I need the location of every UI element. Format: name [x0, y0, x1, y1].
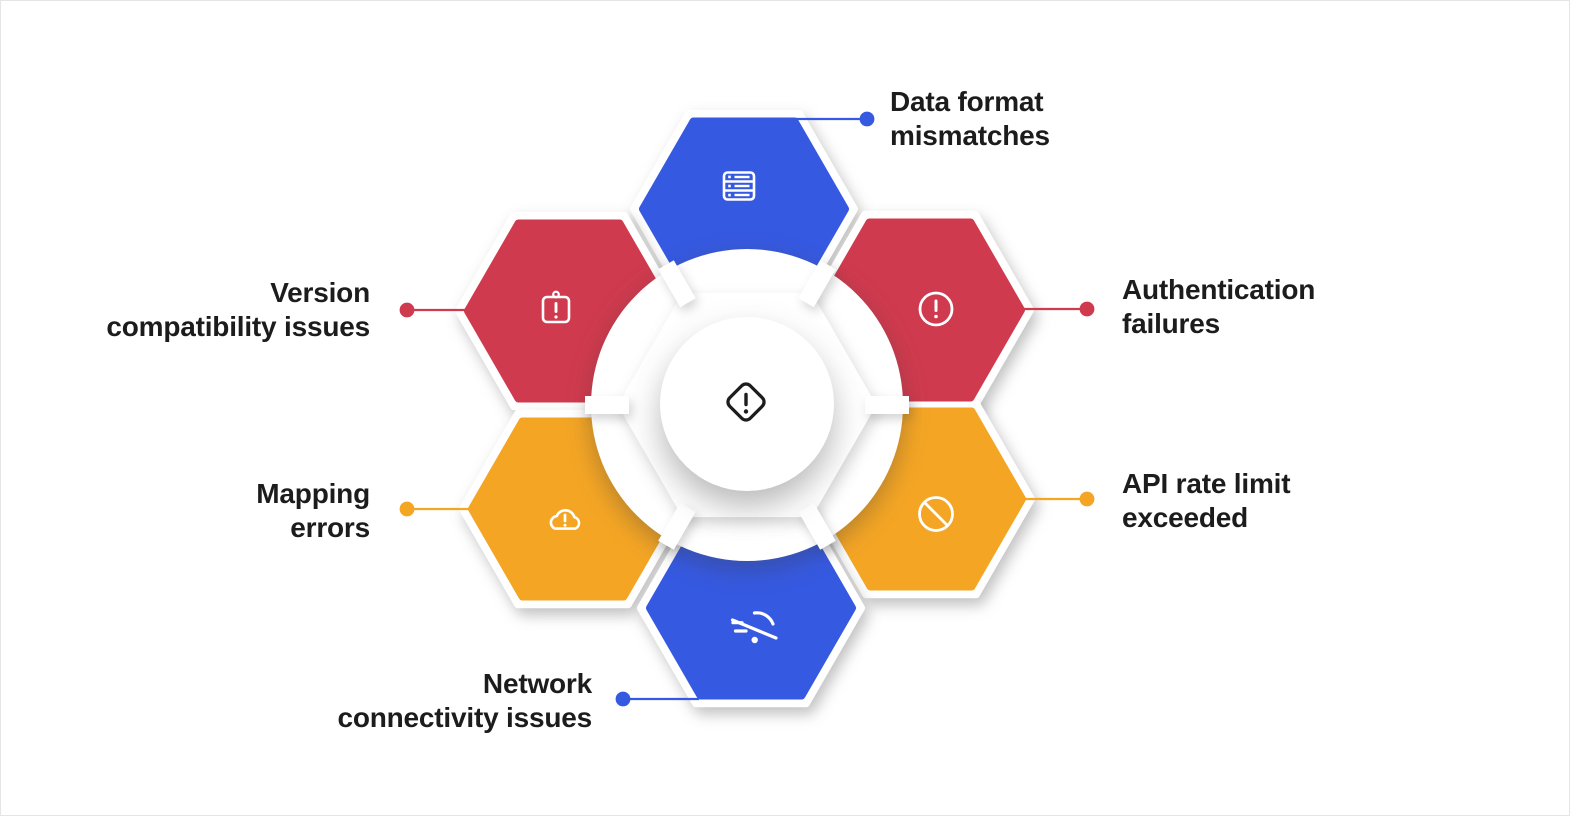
label-mapping: Mapping errors: [256, 478, 370, 543]
dot-api-rate-limit: [1079, 491, 1095, 507]
label-api-rate-limit: API rate limit exceeded: [1122, 468, 1291, 533]
spoke-southwest: [658, 502, 696, 550]
dot-mapping: [399, 501, 415, 517]
label-version: Version compatibility issues: [106, 277, 370, 342]
diamond-alert-icon: [726, 382, 766, 422]
label-authentication: Authentication failures: [1122, 274, 1316, 339]
cloud-alert-icon: [549, 509, 581, 530]
spokes: [585, 260, 909, 550]
label-network: Network connectivity issues: [337, 668, 592, 733]
spoke-northwest: [658, 260, 696, 308]
dot-version: [399, 302, 415, 318]
node-icons: [541, 171, 954, 644]
alert-circle-icon: [918, 291, 954, 327]
spoke-northeast: [798, 260, 836, 308]
wifi-off-icon: [730, 611, 778, 644]
database-server-icon: [722, 171, 756, 201]
dot-network: [615, 691, 631, 707]
dot-authentication: [1079, 301, 1095, 317]
label-data-format: Data format mismatches: [890, 86, 1050, 151]
spoke-southeast: [798, 502, 836, 550]
alert-box-icon: [541, 290, 571, 324]
connectors: [399, 111, 1095, 707]
blocked-icon: [918, 496, 954, 532]
dot-data-format: [859, 111, 875, 127]
